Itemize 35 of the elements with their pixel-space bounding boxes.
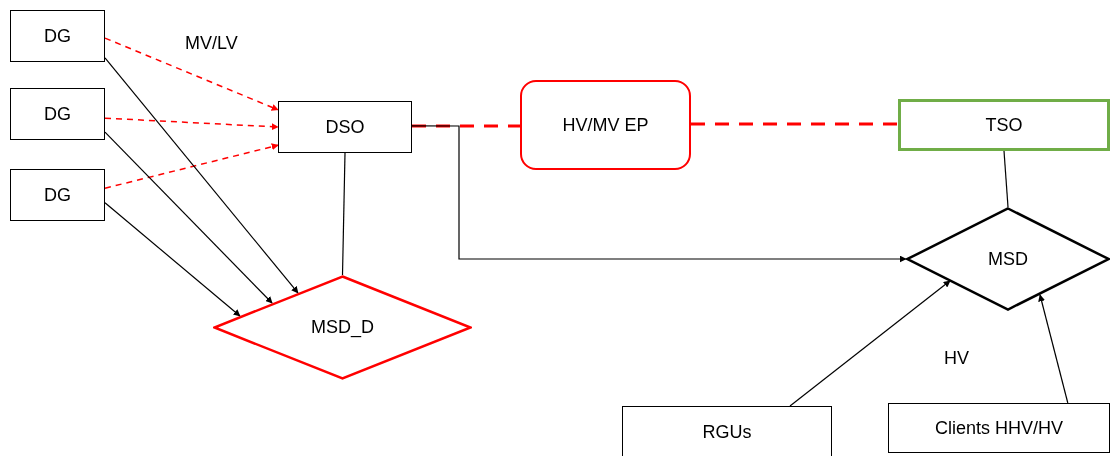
rounded-box <box>520 80 691 170</box>
voltage-label: HV <box>944 347 969 370</box>
arrow <box>104 37 279 111</box>
connector-line <box>412 124 520 128</box>
voltage-label: MV/LV <box>185 32 238 55</box>
arrow <box>104 117 279 131</box>
connector-line <box>341 152 346 276</box>
node-label: HV/MV EP <box>562 113 649 137</box>
node-label: DG <box>44 183 71 207</box>
node-label: MSD_D <box>311 316 374 340</box>
connector-line <box>691 122 898 126</box>
node-label: DG <box>44 24 71 48</box>
arrow <box>1038 294 1069 404</box>
process-box <box>888 403 1110 453</box>
arrow <box>411 125 907 263</box>
connector-line <box>1003 150 1009 208</box>
node-label: DG <box>44 102 71 126</box>
node-label: MSD <box>988 247 1028 271</box>
arrow <box>104 143 279 189</box>
decision-diamond <box>906 207 1110 311</box>
process-box <box>10 169 105 221</box>
process-box <box>278 101 412 153</box>
node-label: TSO <box>985 113 1023 137</box>
decision-diamond <box>213 275 472 380</box>
node-label: RGUs <box>702 420 752 444</box>
process-box <box>622 406 832 456</box>
arrow <box>104 131 273 304</box>
arrow <box>104 202 241 317</box>
node-label: Clients HHV/HV <box>935 416 1063 440</box>
process-box <box>10 88 105 140</box>
arrow <box>789 280 951 407</box>
node-label: DSO <box>325 115 365 139</box>
process-box <box>898 99 1110 151</box>
process-box <box>10 10 105 62</box>
arrow <box>104 57 299 294</box>
